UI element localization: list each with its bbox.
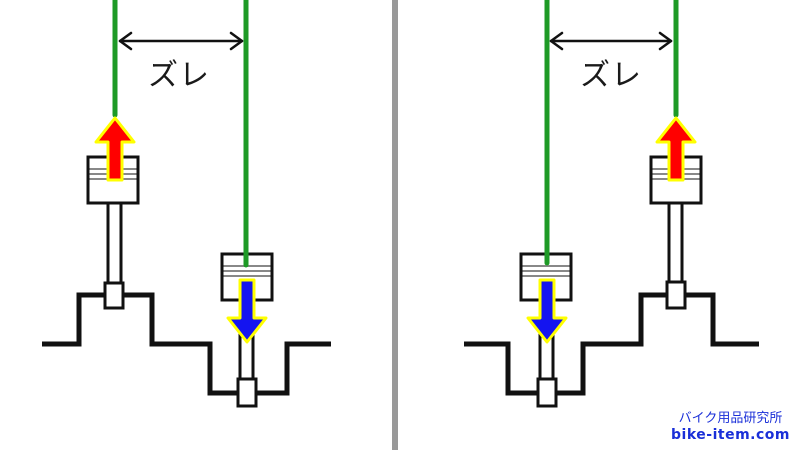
- crankshaft-line: [42, 292, 331, 396]
- right-panel: [464, 0, 759, 408]
- crank-pin: [536, 377, 558, 408]
- watermark-url: bike-item.com: [671, 427, 790, 443]
- watermark-site-name: バイク用品研究所: [678, 411, 783, 426]
- crank-pin: [665, 280, 687, 310]
- panel-divider: [392, 0, 398, 450]
- connecting-rod: [106, 201, 123, 287]
- watermark: バイク用品研究所 bike-item.com: [671, 410, 790, 444]
- left-panel: [42, 0, 331, 408]
- crank-pin: [103, 281, 125, 310]
- crankshaft-line: [464, 292, 759, 396]
- offset-label: ズレ: [148, 58, 210, 93]
- connecting-rod: [667, 201, 684, 287]
- piston-1: [86, 155, 140, 310]
- down-arrow-icon: [226, 278, 268, 344]
- offset-dimension-arrow: [549, 31, 673, 51]
- up-arrow-icon: [94, 116, 136, 182]
- offset-dimension-arrow: [118, 31, 244, 51]
- offset-label: ズレ: [580, 58, 642, 93]
- piston-2: [649, 155, 703, 310]
- crank-pin: [236, 377, 258, 408]
- up-arrow-icon: [655, 116, 697, 182]
- down-arrow-icon: [526, 278, 568, 344]
